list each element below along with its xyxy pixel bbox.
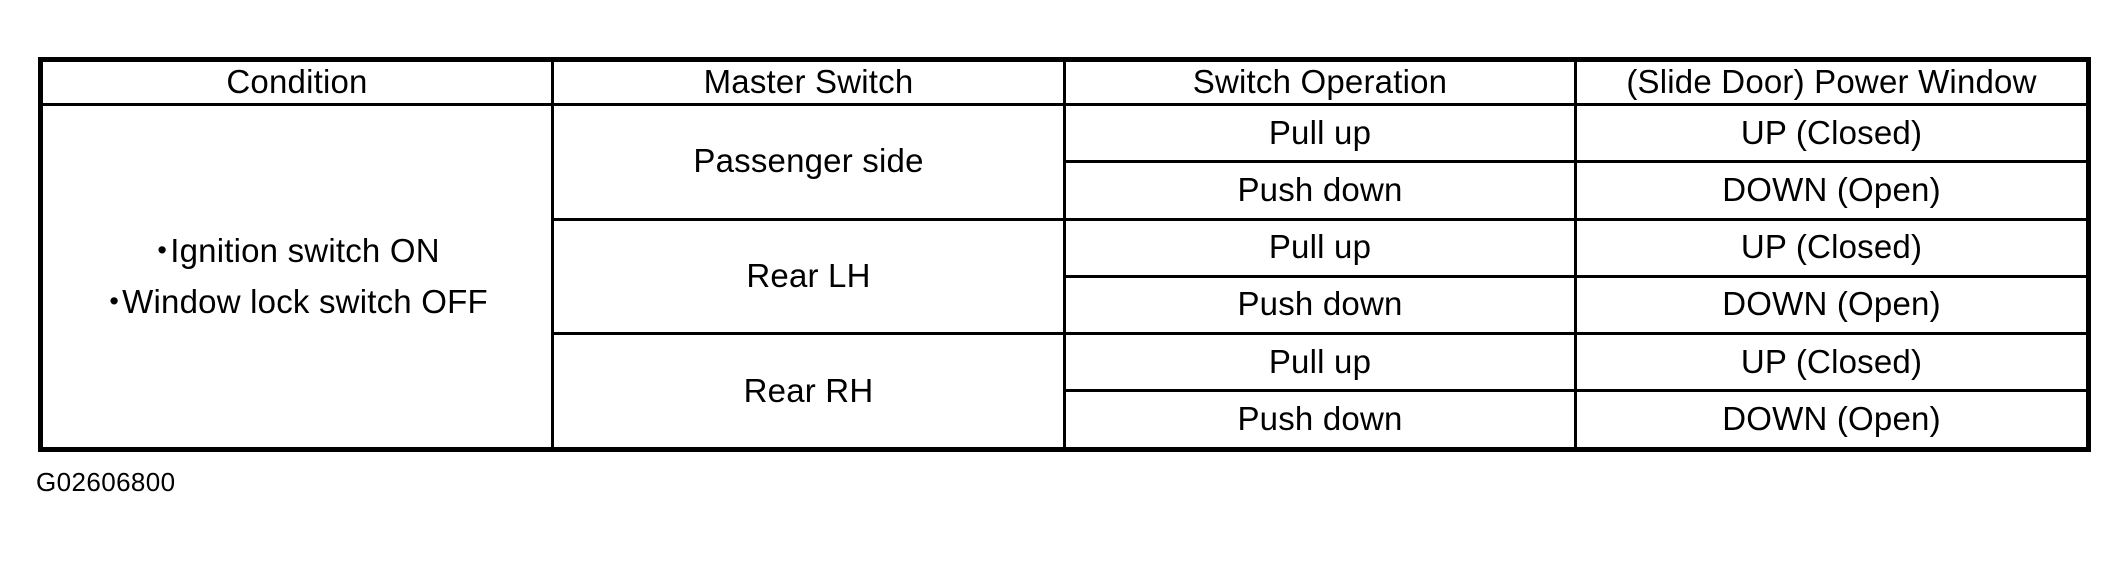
condition-text: Window lock switch OFF bbox=[122, 282, 488, 320]
switch-operation-cell: Push down bbox=[1063, 274, 1577, 336]
power-window-cell: UP (Closed) bbox=[1574, 217, 2090, 278]
switch-operation-cell: Pull up bbox=[1063, 217, 1577, 278]
table-row: Rear RH Pull up UP (Closed) bbox=[41, 332, 2090, 451]
table-body: •Ignition switch ON •Window lock switch … bbox=[39, 102, 2090, 451]
column-header-power-window: (Slide Door) Power Window bbox=[1574, 58, 2090, 106]
power-window-cell: DOWN (Open) bbox=[1574, 389, 2090, 451]
power-window-cell: DOWN (Open) bbox=[1574, 160, 2090, 221]
table-row: Push down DOWN (Open) bbox=[41, 274, 2090, 336]
power-window-cell: UP (Closed) bbox=[1574, 332, 2090, 393]
column-header-condition: Condition bbox=[39, 58, 554, 106]
table-header: Condition Master Switch Switch Operation… bbox=[39, 58, 2090, 106]
switch-operation-cell: Pull up bbox=[1063, 332, 1577, 393]
figure-caption: G02606800 bbox=[36, 467, 176, 497]
switch-operation-cell: Push down bbox=[1063, 160, 1577, 221]
column-header-switch-operation: Switch Operation bbox=[1063, 58, 1577, 106]
list-item: •Ignition switch ON bbox=[49, 226, 545, 276]
table-row: •Ignition switch ON •Window lock switch … bbox=[39, 102, 2090, 451]
switch-operation-cell: Push down bbox=[1063, 389, 1577, 451]
table-header-row: Condition Master Switch Switch Operation… bbox=[39, 58, 2090, 106]
power-window-cell: UP (Closed) bbox=[1574, 102, 2090, 164]
power-window-operation-table: Condition Master Switch Switch Operation… bbox=[38, 57, 2091, 452]
list-item: •Window lock switch OFF bbox=[49, 277, 545, 327]
column-header-master-switch: Master Switch bbox=[551, 58, 1066, 106]
condition-cell: •Ignition switch ON •Window lock switch … bbox=[39, 103, 554, 451]
condition-bullet-list: •Ignition switch ON •Window lock switch … bbox=[49, 226, 545, 326]
master-switch-cell: Rear RH bbox=[551, 332, 1066, 451]
table-row: Rear LH Pull up UP (Closed) bbox=[41, 217, 2090, 336]
bullet-icon: • bbox=[157, 235, 168, 266]
condition-text: Ignition switch ON bbox=[170, 232, 440, 270]
table-row: Push down DOWN (Open) bbox=[41, 389, 2090, 451]
master-switch-cell: Passenger side bbox=[551, 103, 1066, 221]
master-switch-cell: Rear LH bbox=[551, 217, 1066, 336]
table-row: Push down DOWN (Open) bbox=[41, 160, 2090, 221]
power-window-cell: DOWN (Open) bbox=[1574, 274, 2090, 336]
switch-operation-cell: Pull up bbox=[1063, 102, 1577, 164]
bullet-icon: • bbox=[109, 285, 119, 316]
